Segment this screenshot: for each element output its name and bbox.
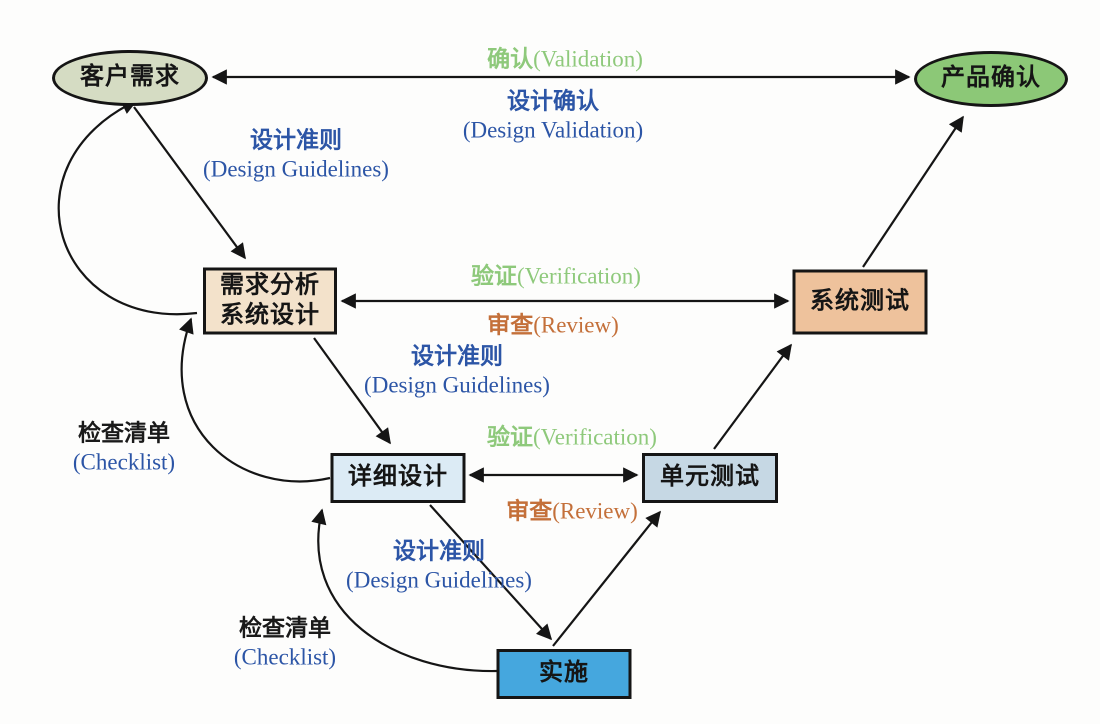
edge-customer-to-reqanalysis <box>133 106 246 260</box>
node-system-testing: 系统测试 <box>792 269 928 335</box>
node-requirements-analysis: 需求分析 系统设计 <box>203 267 337 335</box>
node-customer-requirements-label: 客户需求 <box>80 64 180 91</box>
label-review-upper: 审查(Review) <box>487 312 619 338</box>
label-design-guidelines-mid: 设计准则 (Design Guidelines) <box>364 343 550 397</box>
label-design-validation: 设计确认 (Design Validation) <box>462 88 644 142</box>
edge-design-to-implementation <box>429 504 553 641</box>
label-checklist-lower: 检查清单 (Checklist) <box>233 615 337 669</box>
node-detailed-design-label: 详细设计 <box>348 464 448 491</box>
node-implementation-label: 实施 <box>539 660 589 687</box>
node-requirements-analysis-label: 需求分析 系统设计 <box>220 272 320 328</box>
node-system-testing-label: 系统测试 <box>810 288 910 315</box>
node-product-validation: 产品确认 <box>914 51 1068 107</box>
node-product-validation-label: 产品确认 <box>941 65 1041 92</box>
edge-checklist-implementation-to-design <box>311 508 498 673</box>
node-customer-requirements: 客户需求 <box>52 50 208 106</box>
edge-systest-to-product <box>862 115 964 268</box>
label-verification-lower: 验证(Verification) <box>487 424 657 450</box>
label-validation-top: 确认(Validation) <box>487 46 643 72</box>
edge-reqanalysis-to-design <box>313 337 391 445</box>
label-design-guidelines-top: 设计准则 (Design Guidelines) <box>203 127 389 181</box>
edge-checklist-design-to-reqanalysis <box>179 317 331 483</box>
label-review-lower: 审查(Review) <box>506 498 638 524</box>
edge-implementation-to-unittest <box>552 510 661 647</box>
label-checklist-upper: 检查清单 (Checklist) <box>72 420 176 474</box>
label-verification-upper: 验证(Verification) <box>471 263 641 289</box>
node-detailed-design: 详细设计 <box>330 453 466 503</box>
label-design-guidelines-low: 设计准则 (Design Guidelines) <box>346 538 532 592</box>
node-unit-testing: 单元测试 <box>642 453 778 503</box>
edge-checklist-reqanalysis-to-customer <box>57 100 198 316</box>
node-unit-testing-label: 单元测试 <box>660 464 760 491</box>
edge-unittest-to-systest <box>713 343 792 450</box>
node-implementation: 实施 <box>496 649 632 699</box>
